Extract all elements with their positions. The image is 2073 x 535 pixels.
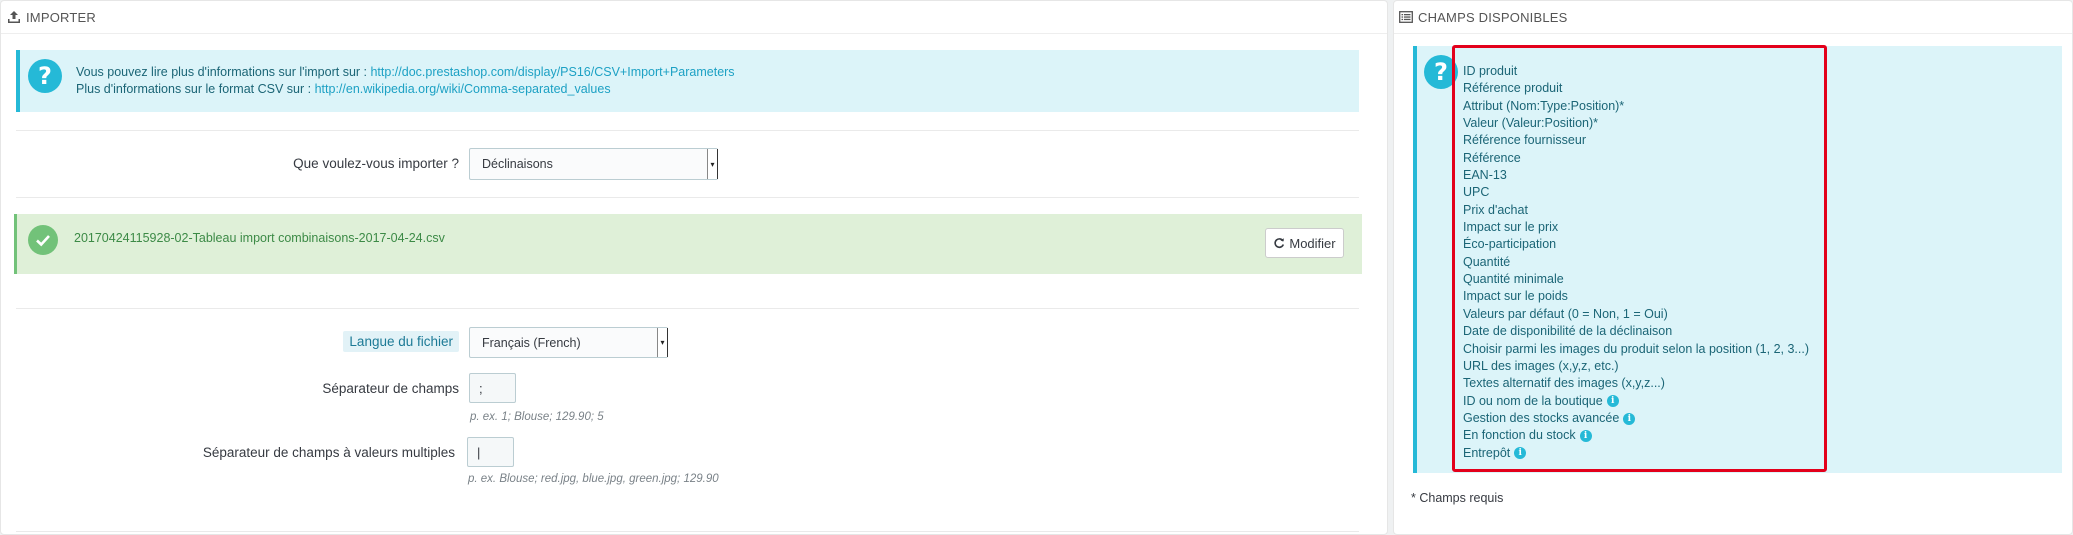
divider: [16, 197, 1359, 198]
field-label: Prix d'achat: [1463, 202, 1528, 217]
field-label: Impact sur le prix: [1463, 220, 1559, 235]
field-label: Choisir parmi les images du produit selo…: [1463, 341, 1809, 356]
file-language-label-text: Langue du fichier: [343, 331, 459, 352]
divider: [16, 130, 1359, 131]
field-label: Référence produit: [1463, 81, 1563, 96]
import-type-select[interactable]: Déclinaisons ▾: [469, 148, 718, 180]
highlight-box: [1452, 45, 1827, 472]
field-separator-label: Séparateur de champs: [322, 381, 459, 396]
required-fields-note: * Champs requis: [1411, 491, 1504, 505]
info-line-csv: Plus d'informations sur le format CSV su…: [76, 82, 611, 96]
field-item: Date de disponibilité de la déclinaison: [1463, 323, 1809, 340]
field-label: Attribut (Nom:Type:Position)*: [1463, 98, 1625, 113]
modify-label: Modifier: [1289, 235, 1336, 251]
field-separator-input[interactable]: ;: [469, 373, 516, 403]
field-item: Attribut (Nom:Type:Position)*: [1463, 98, 1809, 115]
field-label: Impact sur le poids: [1463, 289, 1568, 304]
file-language-label: Langue du fichier: [343, 331, 459, 352]
field-label: EAN-13: [1463, 168, 1507, 183]
field-label: Valeur (Valeur:Position)*: [1463, 116, 1599, 131]
available-fields-heading: CHAMPS DISPONIBLES: [1394, 1, 2072, 34]
field-label: Gestion des stocks avancée: [1463, 410, 1620, 425]
importer-panel: IMPORTER ? Vous pouvez lire plus d'infor…: [0, 0, 1388, 535]
field-label: Référence fournisseur: [1463, 133, 1586, 148]
import-info-alert: ? Vous pouvez lire plus d'informations s…: [16, 50, 1359, 112]
field-label: ID ou nom de la boutique: [1463, 393, 1603, 408]
import-type-label: Que voulez-vous importer ?: [293, 156, 459, 171]
field-item: Impact sur le prix: [1463, 219, 1809, 236]
doc-link[interactable]: http://doc.prestashop.com/display/PS16/C…: [370, 65, 735, 79]
field-label: Quantité: [1463, 254, 1511, 269]
chevron-down-icon: ▾: [707, 149, 717, 179]
uploaded-file-name: 20170424115928-02-Tableau import combina…: [74, 231, 445, 245]
question-icon: ?: [28, 59, 62, 93]
info-icon[interactable]: i: [1579, 429, 1592, 442]
field-label: Référence: [1463, 150, 1521, 165]
field-label: Valeurs par défaut (0 = Non, 1 = Oui): [1463, 306, 1668, 321]
info-icon[interactable]: i: [1606, 395, 1619, 408]
info-text-csv: Plus d'informations sur le format CSV su…: [76, 82, 315, 96]
multi-separator-input[interactable]: |: [467, 437, 514, 467]
field-item: Valeurs par défaut (0 = Non, 1 = Oui): [1463, 306, 1809, 323]
field-item: Impact sur le poids: [1463, 288, 1809, 305]
multi-separator-help: p. ex. Blouse; red.jpg, blue.jpg, green.…: [468, 473, 719, 485]
field-label: Date de disponibilité de la déclinaison: [1463, 324, 1673, 339]
info-icon[interactable]: i: [1623, 412, 1636, 425]
multi-separator-label: Séparateur de champs à valeurs multiples: [202, 445, 455, 460]
importer-heading: IMPORTER: [1, 1, 1387, 34]
field-item: ID produit: [1463, 63, 1809, 80]
field-label: URL des images (x,y,z, etc.): [1463, 358, 1619, 373]
info-line-doc: Vous pouvez lire plus d'informations sur…: [76, 65, 735, 79]
list-alt-icon: [1399, 11, 1413, 23]
info-icon[interactable]: i: [1514, 447, 1527, 460]
field-item: Choisir parmi les images du produit selo…: [1463, 341, 1809, 358]
field-label: Quantité minimale: [1463, 272, 1564, 287]
check-icon: [28, 225, 58, 255]
field-separator-help: p. ex. 1; Blouse; 129.90; 5: [470, 411, 604, 423]
refresh-icon: [1274, 238, 1285, 249]
field-item: Prix d'achat: [1463, 202, 1809, 219]
field-label: ID produit: [1463, 64, 1518, 78]
modify-file-button[interactable]: Modifier: [1265, 228, 1344, 258]
field-item: Éco-participation: [1463, 236, 1809, 253]
csv-link[interactable]: http://en.wikipedia.org/wiki/Comma-separ…: [314, 82, 611, 96]
import-type-value: Déclinaisons: [482, 157, 553, 171]
importer-title: IMPORTER: [26, 9, 96, 25]
field-item: URL des images (x,y,z, etc.): [1463, 358, 1809, 375]
upload-icon: [8, 11, 20, 23]
field-label: En fonction du stock: [1463, 428, 1576, 443]
field-item: Référence produit: [1463, 80, 1809, 97]
field-item: Référence: [1463, 150, 1809, 167]
field-label: Textes alternatif des images (x,y,z...): [1463, 376, 1665, 391]
field-item: Textes alternatif des images (x,y,z...): [1463, 375, 1809, 392]
chevron-down-icon: ▾: [657, 328, 667, 357]
field-label: Éco-participation: [1463, 237, 1557, 252]
info-text-doc: Vous pouvez lire plus d'informations sur…: [76, 65, 371, 79]
file-success-alert: 20170424115928-02-Tableau import combina…: [14, 214, 1362, 274]
divider: [16, 531, 1359, 532]
field-item: Référence fournisseur: [1463, 132, 1809, 149]
available-fields-title: CHAMPS DISPONIBLES: [1418, 9, 1568, 25]
available-fields-panel: CHAMPS DISPONIBLES ?: [1393, 0, 2073, 535]
file-language-value: Français (French): [482, 335, 581, 350]
file-language-select[interactable]: Français (French) ▾: [469, 327, 668, 358]
field-label: UPC: [1463, 185, 1490, 200]
fields-info-alert: ?: [1413, 46, 2062, 473]
field-label: Entrepôt: [1463, 445, 1511, 460]
field-item: Quantité: [1463, 254, 1809, 271]
divider: [16, 308, 1359, 309]
field-item: EAN-13: [1463, 167, 1809, 184]
field-item: Valeur (Valeur:Position)*: [1463, 115, 1809, 132]
field-item: UPC: [1463, 184, 1809, 201]
field-item: Quantité minimale: [1463, 271, 1809, 288]
